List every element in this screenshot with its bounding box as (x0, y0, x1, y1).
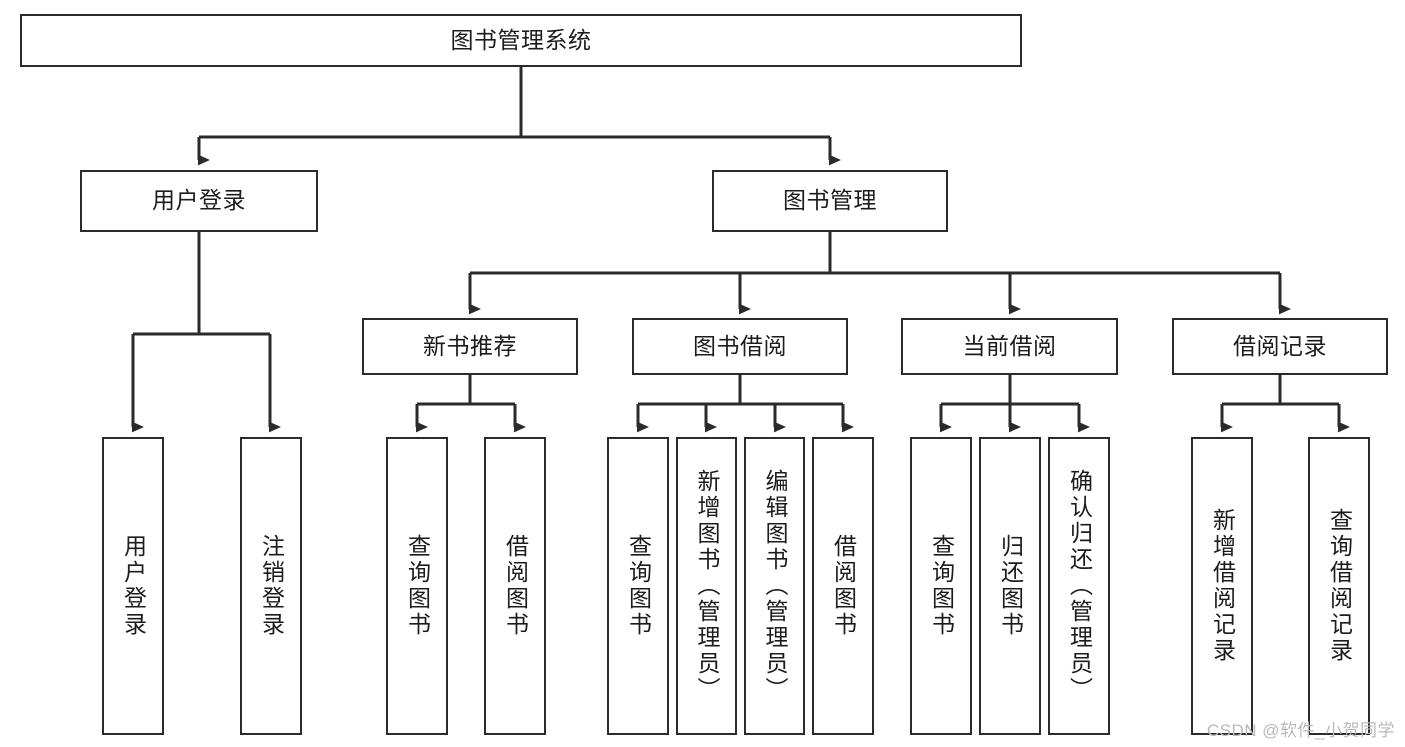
leaf-record-add-label: 新增借阅记录 (1209, 508, 1236, 664)
leaf-borrow-add-book[interactable]: 新增图书（管理员） (676, 437, 737, 735)
leaf-borrow-add-book-label: 新增图书（管理员） (694, 469, 720, 703)
leaf-borrow-query-book[interactable]: 查询图书 (607, 437, 669, 735)
node-root-label: 图书管理系统 (450, 26, 592, 53)
leaf-record-add[interactable]: 新增借阅记录 (1191, 437, 1253, 735)
leaf-borrow-borrow-book-label: 借阅图书 (830, 534, 857, 638)
leaf-newbook-borrow-book-label: 借阅图书 (502, 534, 529, 638)
node-user-login-label: 用户登录 (152, 187, 246, 214)
leaf-user-logout[interactable]: 注销登录 (240, 437, 302, 735)
node-user-login[interactable]: 用户登录 (80, 170, 318, 232)
leaf-current-query-book[interactable]: 查询图书 (910, 437, 972, 735)
node-book-management-label: 图书管理 (783, 187, 877, 214)
leaf-borrow-edit-book[interactable]: 编辑图书（管理员） (744, 437, 805, 735)
leaf-user-login[interactable]: 用户登录 (102, 437, 164, 735)
leaf-borrow-edit-book-label: 编辑图书（管理员） (762, 469, 788, 703)
leaf-borrow-query-book-label: 查询图书 (625, 534, 652, 638)
leaf-newbook-borrow-book[interactable]: 借阅图书 (484, 437, 546, 735)
leaf-newbook-query-book-label: 查询图书 (404, 534, 431, 638)
node-borrow-record[interactable]: 借阅记录 (1172, 318, 1388, 375)
node-new-book-recommend[interactable]: 新书推荐 (362, 318, 578, 375)
leaf-record-query[interactable]: 查询借阅记录 (1308, 437, 1370, 735)
leaf-current-confirm-return[interactable]: 确认归还（管理员） (1048, 437, 1110, 735)
node-new-book-recommend-label: 新书推荐 (423, 332, 517, 359)
leaf-current-query-book-label: 查询图书 (928, 534, 955, 638)
node-current-borrow-label: 当前借阅 (962, 332, 1057, 359)
leaf-borrow-borrow-book[interactable]: 借阅图书 (812, 437, 874, 735)
leaf-current-return-book-label: 归还图书 (997, 534, 1024, 638)
node-book-borrow-label: 图书借阅 (693, 332, 787, 359)
node-root[interactable]: 图书管理系统 (20, 14, 1022, 67)
leaf-user-login-label: 用户登录 (120, 534, 147, 638)
leaf-current-return-book[interactable]: 归还图书 (979, 437, 1041, 735)
leaf-record-query-label: 查询借阅记录 (1326, 508, 1353, 664)
leaf-user-logout-label: 注销登录 (258, 534, 285, 638)
node-current-borrow[interactable]: 当前借阅 (901, 318, 1118, 375)
leaf-current-confirm-return-label: 确认归还（管理员） (1066, 469, 1093, 703)
node-borrow-record-label: 借阅记录 (1233, 332, 1327, 359)
node-book-management[interactable]: 图书管理 (712, 170, 948, 232)
node-book-borrow[interactable]: 图书借阅 (632, 318, 848, 375)
leaf-newbook-query-book[interactable]: 查询图书 (386, 437, 448, 735)
